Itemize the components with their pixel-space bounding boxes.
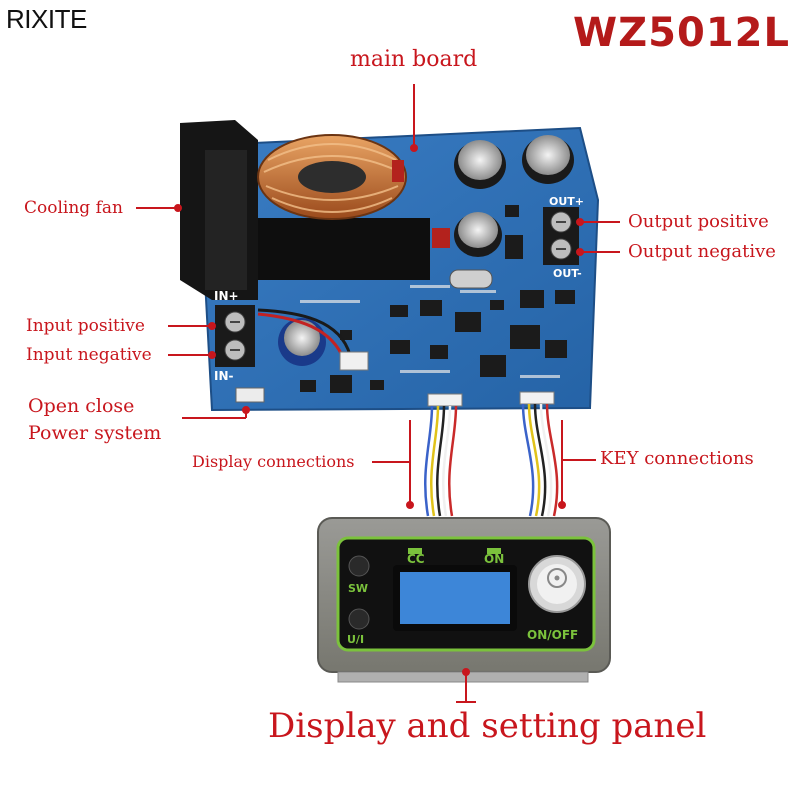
onoff-label: ON/OFF xyxy=(527,628,578,642)
callout-lines xyxy=(136,84,620,703)
rotary-knob[interactable] xyxy=(528,555,586,613)
model-title: WZ5012L xyxy=(573,10,790,56)
on-label: ON xyxy=(484,552,504,566)
display-panel: CC ON SW U/I ON/OFF xyxy=(317,517,611,683)
sw-button[interactable] xyxy=(348,555,370,577)
lcd-screen xyxy=(400,572,510,624)
display-ribbon-cable xyxy=(424,405,458,517)
ui-label: U/I xyxy=(347,633,364,646)
pcb-components xyxy=(300,205,575,393)
output-terminal-block xyxy=(543,207,579,265)
crystal xyxy=(449,269,493,289)
output-negative-label: Output negative xyxy=(628,241,776,262)
display-connections-label: Display connections xyxy=(192,452,355,471)
key-connections-label: KEY connections xyxy=(600,448,754,469)
input-terminal-block xyxy=(215,305,255,367)
brand-name: RIXITE xyxy=(6,4,87,34)
ui-button[interactable] xyxy=(348,608,370,630)
out-plus-mark: OUT+ xyxy=(549,195,584,208)
display-panel-label: Display and setting panel xyxy=(268,706,707,746)
out-minus-mark: OUT- xyxy=(553,267,582,280)
key-connector xyxy=(519,391,555,405)
fan-connector xyxy=(339,351,369,371)
output-positive-label: Output positive xyxy=(628,211,769,232)
on-led xyxy=(487,548,501,554)
cooling-fan-label: Cooling fan xyxy=(24,198,123,218)
display-connector xyxy=(427,393,463,407)
sw-label: SW xyxy=(348,582,368,595)
input-negative-label: Input negative xyxy=(26,345,152,365)
power-system-label: Power system xyxy=(28,422,162,444)
in-plus-mark: IN+ xyxy=(214,289,239,303)
red-component xyxy=(432,228,450,248)
cc-label: CC xyxy=(407,552,425,566)
main-board: OUT+ OUT- IN+ IN- xyxy=(180,120,600,412)
key-ribbon-cable xyxy=(521,403,559,517)
input-positive-label: Input positive xyxy=(26,316,145,336)
capacitors xyxy=(278,135,574,366)
in-minus-mark: IN- xyxy=(214,369,234,383)
toroid-coil xyxy=(257,134,407,220)
open-close-label: Open close xyxy=(28,395,135,417)
power-switch xyxy=(235,387,265,403)
main-board-label: main board xyxy=(350,47,478,72)
cc-led xyxy=(408,548,422,554)
cooling-fan xyxy=(180,120,258,300)
